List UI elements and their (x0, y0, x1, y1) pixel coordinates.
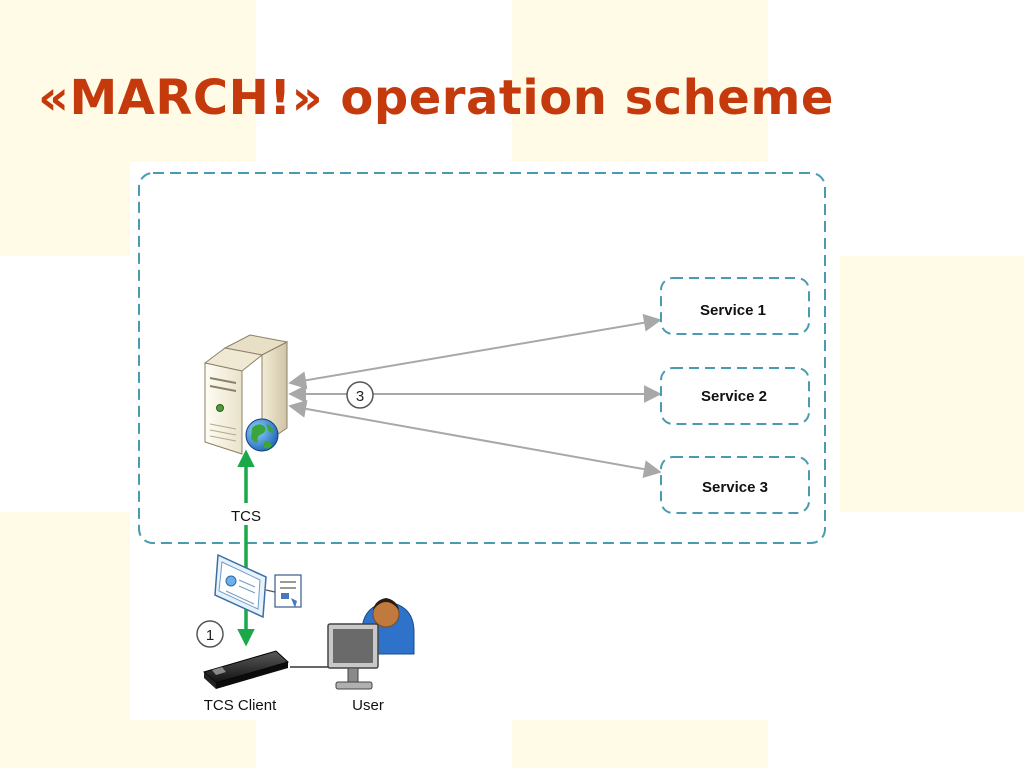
step-3-label: 3 (356, 388, 364, 405)
step-1-marker (196, 620, 224, 648)
service-3-node: Service 3 (660, 456, 810, 514)
network-boundary (138, 172, 826, 544)
tcs-label: TCS (231, 508, 261, 525)
tcs-client-label: TCS Client (204, 697, 277, 714)
arrow-to-service-1 (288, 313, 662, 390)
user-label: User (352, 697, 384, 714)
diagram-panel: 3 Service 1 Service 2 Service 3 (130, 162, 840, 720)
slide-title: «MARCH!» operation scheme (38, 70, 834, 126)
server-tower-icon (203, 334, 289, 455)
user-at-computer-icon (327, 598, 415, 690)
certificate-icon (214, 553, 302, 619)
step-1-label: 1 (206, 627, 214, 644)
tcs-label-backdrop (227, 503, 265, 525)
arrow-to-service-3 (288, 399, 662, 479)
service-3-label: Service 3 (702, 479, 768, 496)
service-2-node: Service 2 (660, 367, 810, 425)
step-3-marker (346, 381, 374, 409)
usb-token-icon (203, 650, 289, 689)
service-1-label: Service 1 (700, 302, 766, 319)
service-2-label: Service 2 (701, 388, 767, 405)
service-1-node: Service 1 (660, 277, 810, 335)
operation-scheme-diagram: 3 Service 1 Service 2 Service 3 (138, 172, 826, 714)
globe-icon (245, 418, 279, 452)
